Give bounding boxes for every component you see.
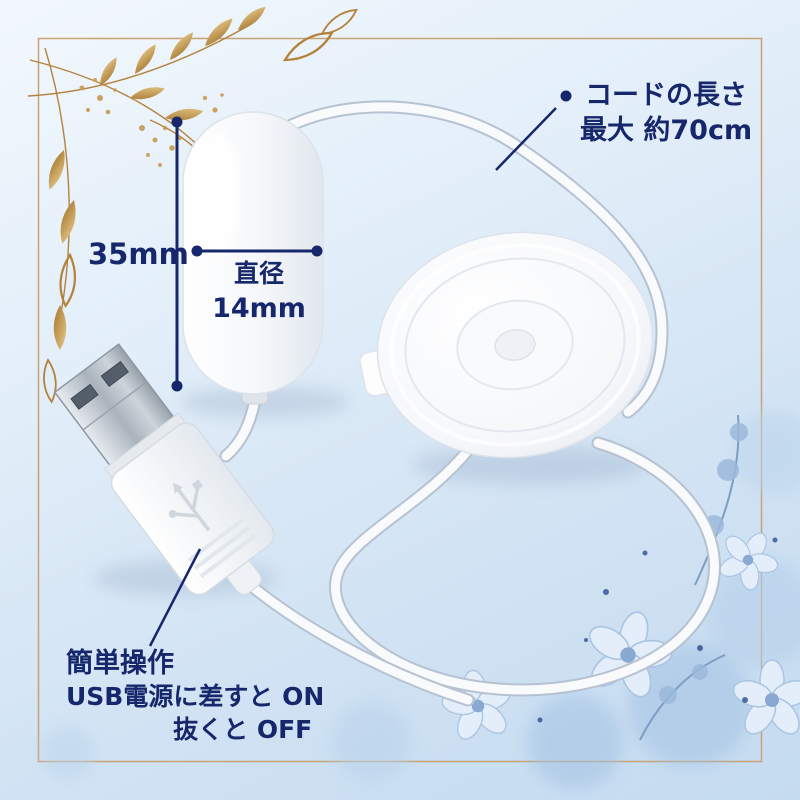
cord-length-annotation: コードの長さ 最大 約70cm bbox=[580, 78, 752, 148]
cord-length-label: コードの長さ bbox=[585, 80, 748, 111]
cord-length-value: 最大 約70cm bbox=[580, 115, 753, 147]
bullet-body bbox=[182, 111, 324, 405]
blue-flower-decoration bbox=[42, 410, 800, 790]
bullet-marker-icon bbox=[560, 90, 572, 102]
usb-connector bbox=[53, 343, 275, 596]
easy-operation-annotation: 簡単操作 USB電源に差すと ON 抜くと OFF bbox=[66, 646, 324, 746]
cord-length-leader-line bbox=[495, 90, 572, 171]
diameter-label: 直径 bbox=[233, 259, 284, 288]
easy-operation-line1: USB電源に差すと ON bbox=[66, 682, 325, 712]
length-35mm-line bbox=[171, 116, 183, 392]
usb-contact-slots bbox=[70, 360, 130, 410]
easy-operation-title: 簡単操作 bbox=[66, 648, 174, 679]
power-cable bbox=[219, 100, 721, 707]
diameter-14mm-line bbox=[191, 245, 323, 257]
easy-operation-line2: 抜くと OFF bbox=[173, 714, 313, 744]
body-length-annotation: 35mm bbox=[88, 237, 189, 271]
diameter-annotation: 直径 14mm bbox=[200, 258, 318, 326]
operation-leader-line bbox=[148, 548, 202, 647]
dimension-graphics bbox=[148, 90, 572, 647]
cable-reel bbox=[376, 231, 654, 459]
diameter-value: 14mm bbox=[212, 292, 306, 324]
usb-trident-icon bbox=[168, 479, 211, 532]
